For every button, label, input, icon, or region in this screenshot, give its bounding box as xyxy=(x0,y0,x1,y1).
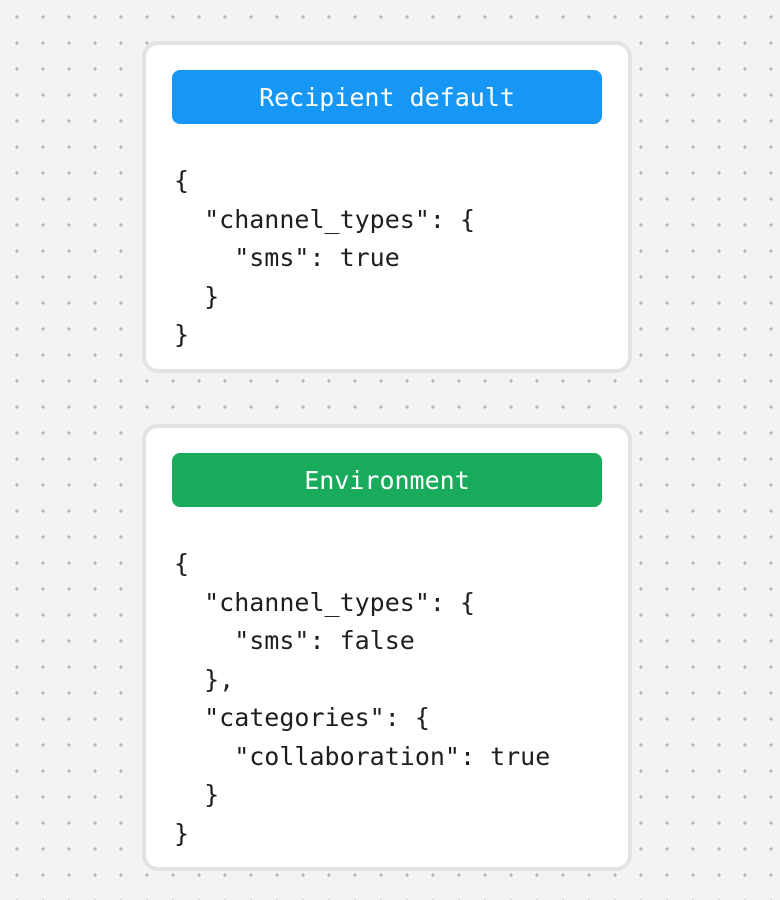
code-line: } xyxy=(174,780,220,809)
recipient-default-card: Recipient default { "channel_types": { "… xyxy=(142,41,632,373)
environment-badge-label: Environment xyxy=(304,465,470,495)
code-line: } xyxy=(174,281,220,311)
code-line: "sms": true xyxy=(174,243,400,272)
environment-badge: Environment xyxy=(172,453,602,507)
environment-json-code-block: { "channel_types": { "sms": false }, "ca… xyxy=(174,545,602,853)
code-line: } xyxy=(174,818,190,848)
code-line: "channel_types": { xyxy=(174,587,476,617)
code-line: "categories": { xyxy=(174,703,430,732)
recipient-default-json-code-block: { "channel_types": { "sms": true } } xyxy=(174,162,602,355)
code-line: }, xyxy=(174,664,235,694)
code-line: { xyxy=(174,166,190,195)
code-line: "channel_types": { xyxy=(174,204,476,234)
code-line: } xyxy=(174,320,190,349)
code-line: "collaboration": true xyxy=(174,741,551,771)
recipient-default-badge-label: Recipient default xyxy=(259,82,515,112)
environment-card: Environment { "channel_types": { "sms": … xyxy=(142,424,632,871)
code-line: "sms": false xyxy=(174,626,415,655)
code-line: { xyxy=(174,549,190,578)
recipient-default-badge: Recipient default xyxy=(172,70,602,124)
